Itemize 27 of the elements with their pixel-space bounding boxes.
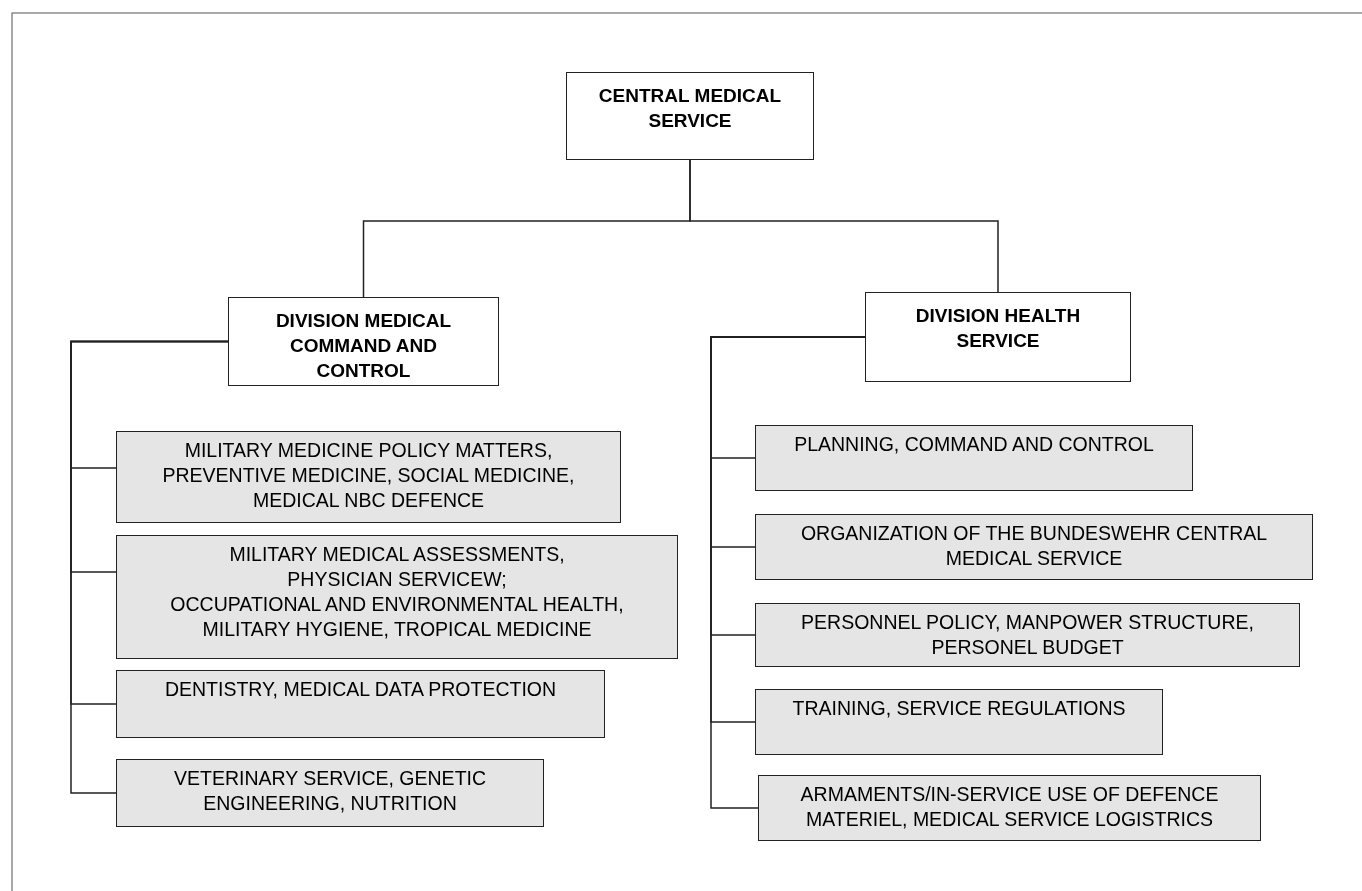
node-text: DENTISTRY, MEDICAL DATA PROTECTION xyxy=(164,677,557,702)
node-text: ORGANIZATION OF THE BUNDESWEHR CENTRAL MEDICAL SERVICE xyxy=(799,521,1269,571)
node-text: PLANNING, COMMAND AND CONTROL xyxy=(794,432,1154,457)
connector-line xyxy=(70,340,229,794)
unit-box xyxy=(755,514,1313,580)
unit-box xyxy=(755,425,1193,491)
node-text: PERSONNEL POLICY, MANPOWER STRUCTURE, PERSONEL BUDGET xyxy=(800,610,1255,660)
unit-box xyxy=(758,775,1261,841)
node-text: ARMAMENTS/IN-SERVICE USE OF DEFENCE MATERIEL, MEDICAL SERVICE LOGISTRICS xyxy=(799,782,1220,832)
node-text: MILITARY MEDICINE POLICY MATTERS, PREVENTIVE MEDICINE, SOCIAL MEDICINE, MEDICAL NBC DEFENCE xyxy=(161,438,576,513)
unit-box xyxy=(755,603,1300,667)
node-text: CENTRAL MEDICAL SERVICE xyxy=(597,84,783,133)
division-box xyxy=(566,72,814,160)
unit-box xyxy=(755,689,1163,755)
node-text: VETERINARY SERVICE, GENETIC ENGINEERING, NUTRITION xyxy=(172,766,488,816)
node-text: TRAINING, SERVICE REGULATIONS xyxy=(792,696,1126,721)
node-text: DIVISION HEALTH SERVICE xyxy=(914,304,1082,353)
node-text: DIVISION MEDICAL COMMAND AND CONTROL xyxy=(274,309,453,383)
node-text: OCCUPATIONAL AND ENVIRONMENTAL HEALTH, MILITARY HYGIENE, TROPICAL MEDICINE xyxy=(169,592,625,642)
unit-box xyxy=(116,431,621,523)
unit-box xyxy=(116,670,605,738)
unit-box xyxy=(116,535,678,659)
connector-line xyxy=(689,159,999,293)
division-box xyxy=(865,292,1131,382)
unit-box xyxy=(116,759,544,827)
division-box xyxy=(228,297,499,386)
node-text: MILITARY MEDICAL ASSESSMENTS, PHYSICIAN SERVICEW; xyxy=(228,542,566,592)
